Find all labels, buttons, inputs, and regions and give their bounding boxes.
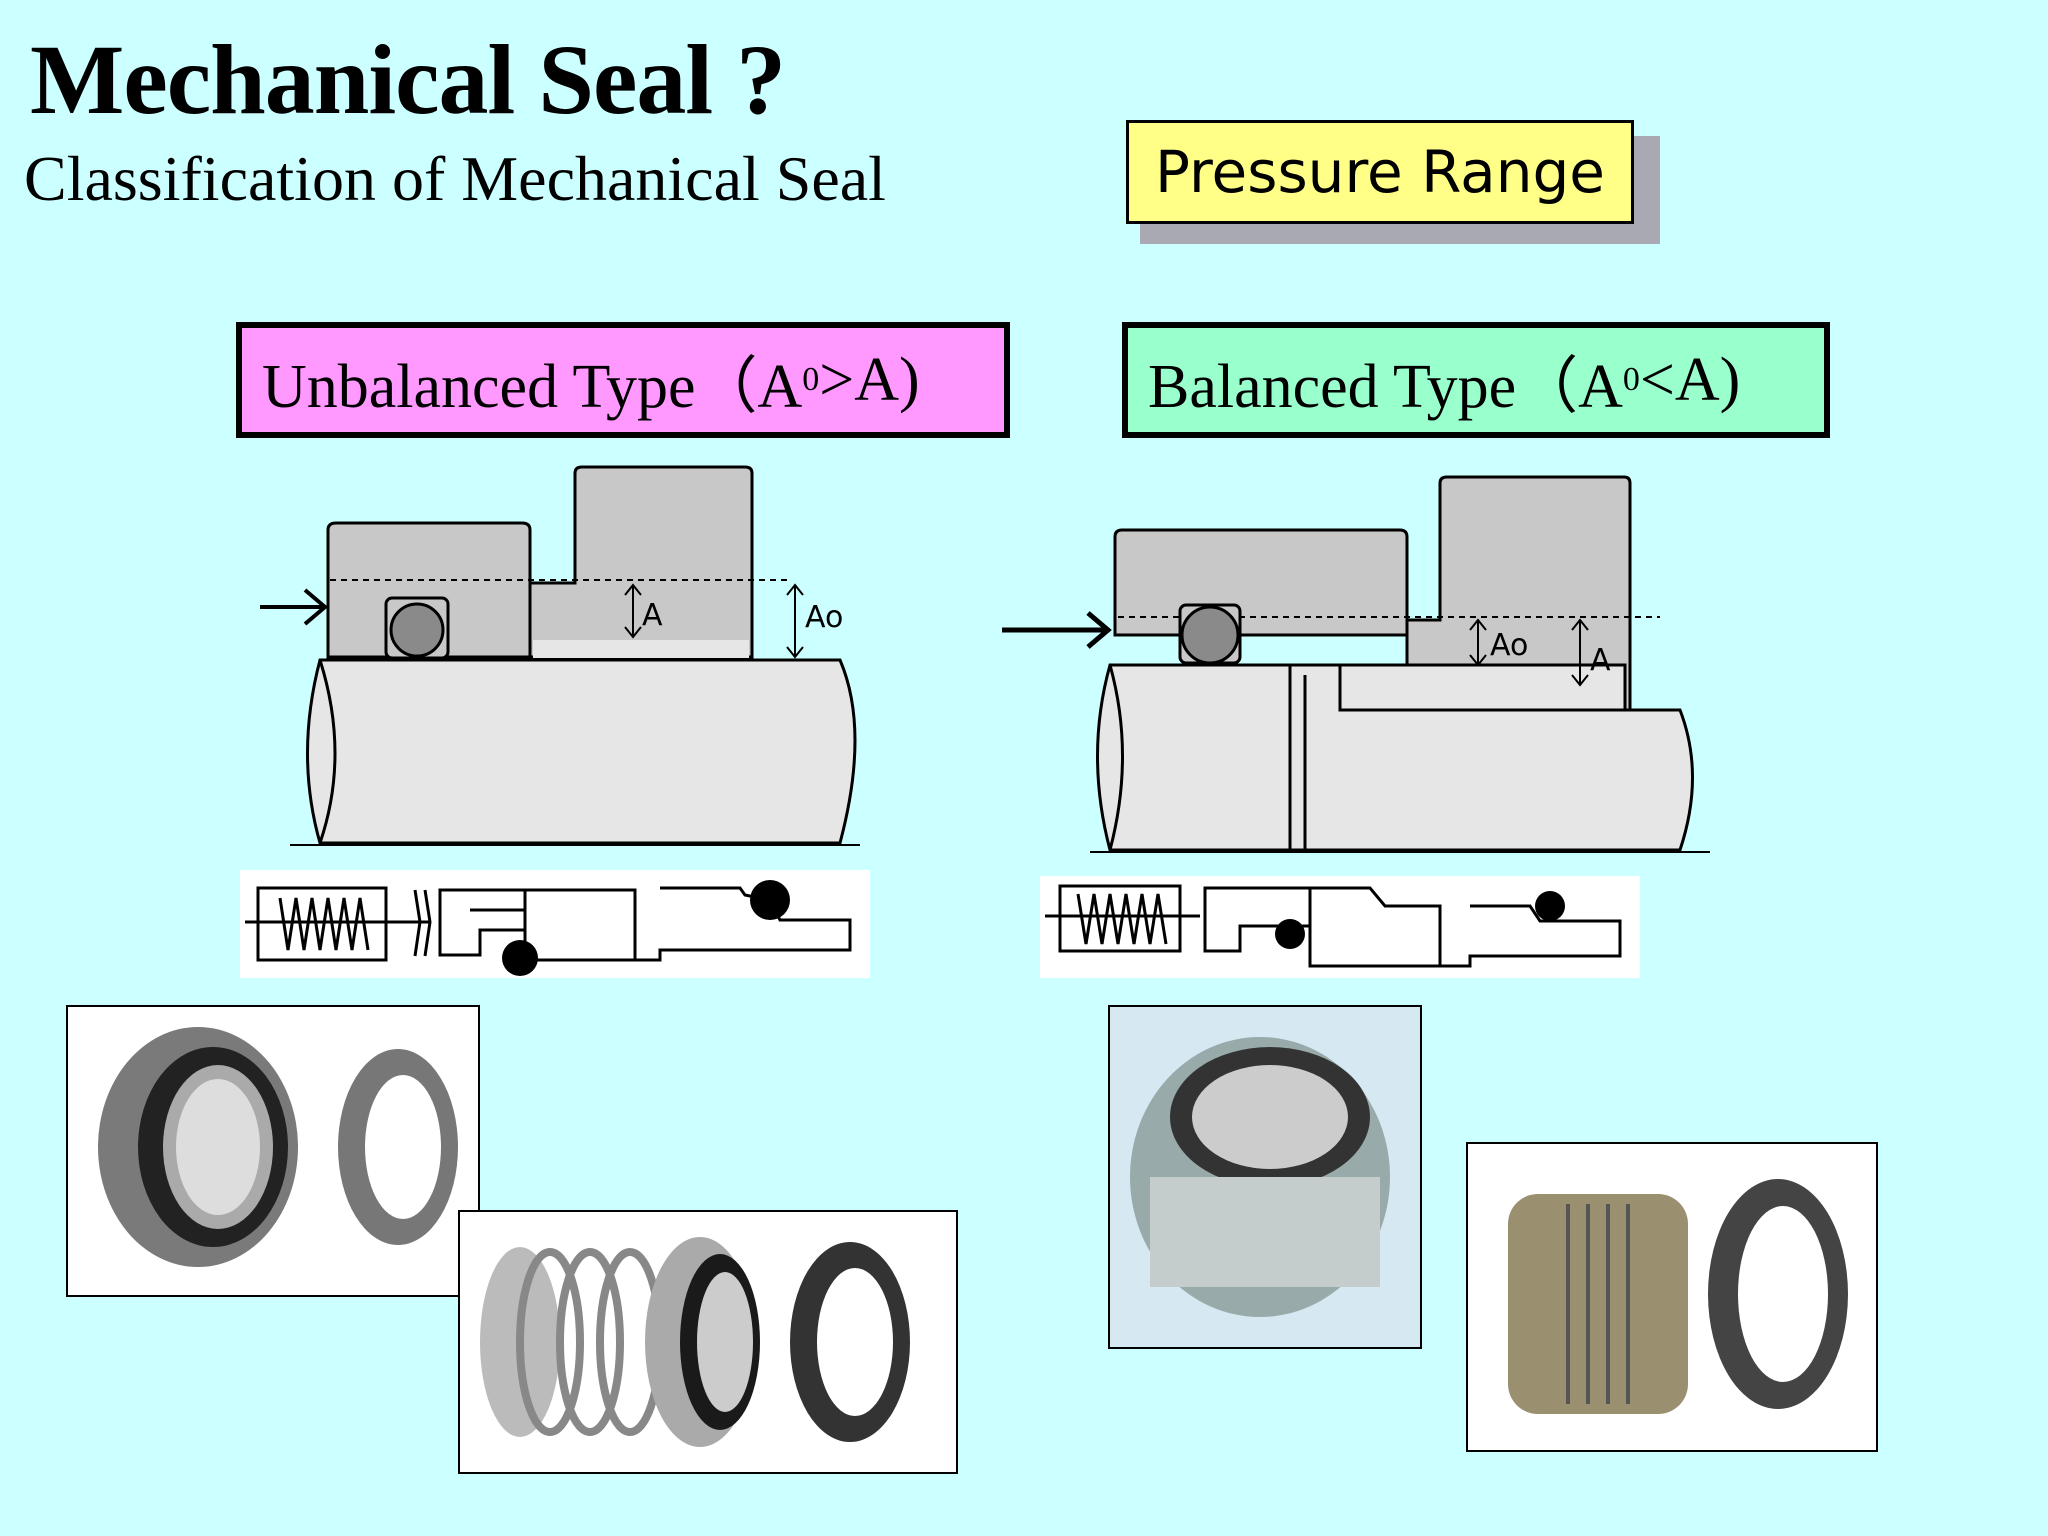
unbalanced-shaft-end bbox=[318, 659, 337, 844]
pressure-range-label: Pressure Range bbox=[1126, 120, 1634, 224]
balanced-label-tail: <A) bbox=[1639, 345, 1741, 414]
unbalanced-spring bbox=[278, 897, 370, 951]
unbalanced-oring bbox=[389, 602, 445, 658]
balanced-spring bbox=[1076, 893, 1168, 945]
unbalanced-seal-head bbox=[326, 521, 532, 659]
seal-ring-image bbox=[98, 1027, 458, 1267]
unbalanced-seal-photo-1 bbox=[66, 1005, 480, 1297]
unbalanced-seal-photo-2 bbox=[458, 1210, 958, 1474]
bellows-seal-image bbox=[1508, 1179, 1848, 1414]
unbalanced-label-tail: >A) bbox=[819, 345, 920, 414]
balanced-dim-a-label: A bbox=[1590, 643, 1611, 678]
unbalanced-schematic-oring-2 bbox=[750, 880, 790, 920]
balanced-oring bbox=[1180, 605, 1240, 665]
balanced-shaft-end bbox=[1108, 664, 1124, 851]
unbalanced-gap bbox=[533, 640, 749, 658]
unbalanced-dim-ao bbox=[786, 583, 804, 659]
balanced-dim-ao-label: Ao bbox=[1490, 628, 1528, 663]
balanced-seal-diagram: Ao A bbox=[1002, 475, 1710, 853]
balanced-schematic-oring-2 bbox=[1535, 891, 1565, 921]
unbalanced-dim-ao-label: Ao bbox=[805, 600, 843, 635]
balanced-dim-a bbox=[1571, 618, 1589, 687]
balanced-seal-photo-2 bbox=[1466, 1142, 1878, 1452]
balanced-shaft-step bbox=[1288, 663, 1694, 852]
unbalanced-pressure-arrow bbox=[260, 588, 329, 626]
unbalanced-label-text: Unbalanced Type（A bbox=[262, 353, 803, 421]
balanced-dim-ao bbox=[1469, 618, 1487, 667]
page-subtitle: Classification of Mechanical Seal bbox=[24, 143, 886, 214]
unbalanced-shaft bbox=[306, 658, 857, 845]
unbalanced-subscript: 0 bbox=[802, 361, 820, 398]
balanced-seat bbox=[1405, 475, 1632, 712]
balanced-subscript: 0 bbox=[1622, 361, 1640, 398]
balanced-sleeve-gap bbox=[1338, 663, 1627, 712]
unbalanced-seal-diagram: A Ao bbox=[260, 465, 860, 846]
balanced-shaft-large bbox=[1096, 663, 1292, 852]
unbalanced-dim-a-label: A bbox=[642, 598, 663, 633]
unbalanced-seat bbox=[528, 465, 754, 659]
balanced-schematic bbox=[1040, 876, 1640, 978]
unbalanced-schematic bbox=[240, 870, 870, 978]
page-title: Mechanical Seal ? bbox=[30, 24, 786, 135]
unbalanced-dim-a bbox=[624, 583, 642, 639]
unbalanced-schematic-oring-1 bbox=[502, 940, 538, 976]
cartridge-seal-image bbox=[1110, 1007, 1420, 1347]
balanced-seal-head bbox=[1113, 528, 1409, 637]
balanced-schematic-oring-1 bbox=[1275, 919, 1305, 949]
balanced-seal-photo-1 bbox=[1108, 1005, 1422, 1349]
balanced-pressure-arrow bbox=[1002, 611, 1112, 649]
spring-seal-image bbox=[480, 1237, 910, 1447]
balanced-label-text: Balanced Type（A bbox=[1148, 353, 1623, 421]
